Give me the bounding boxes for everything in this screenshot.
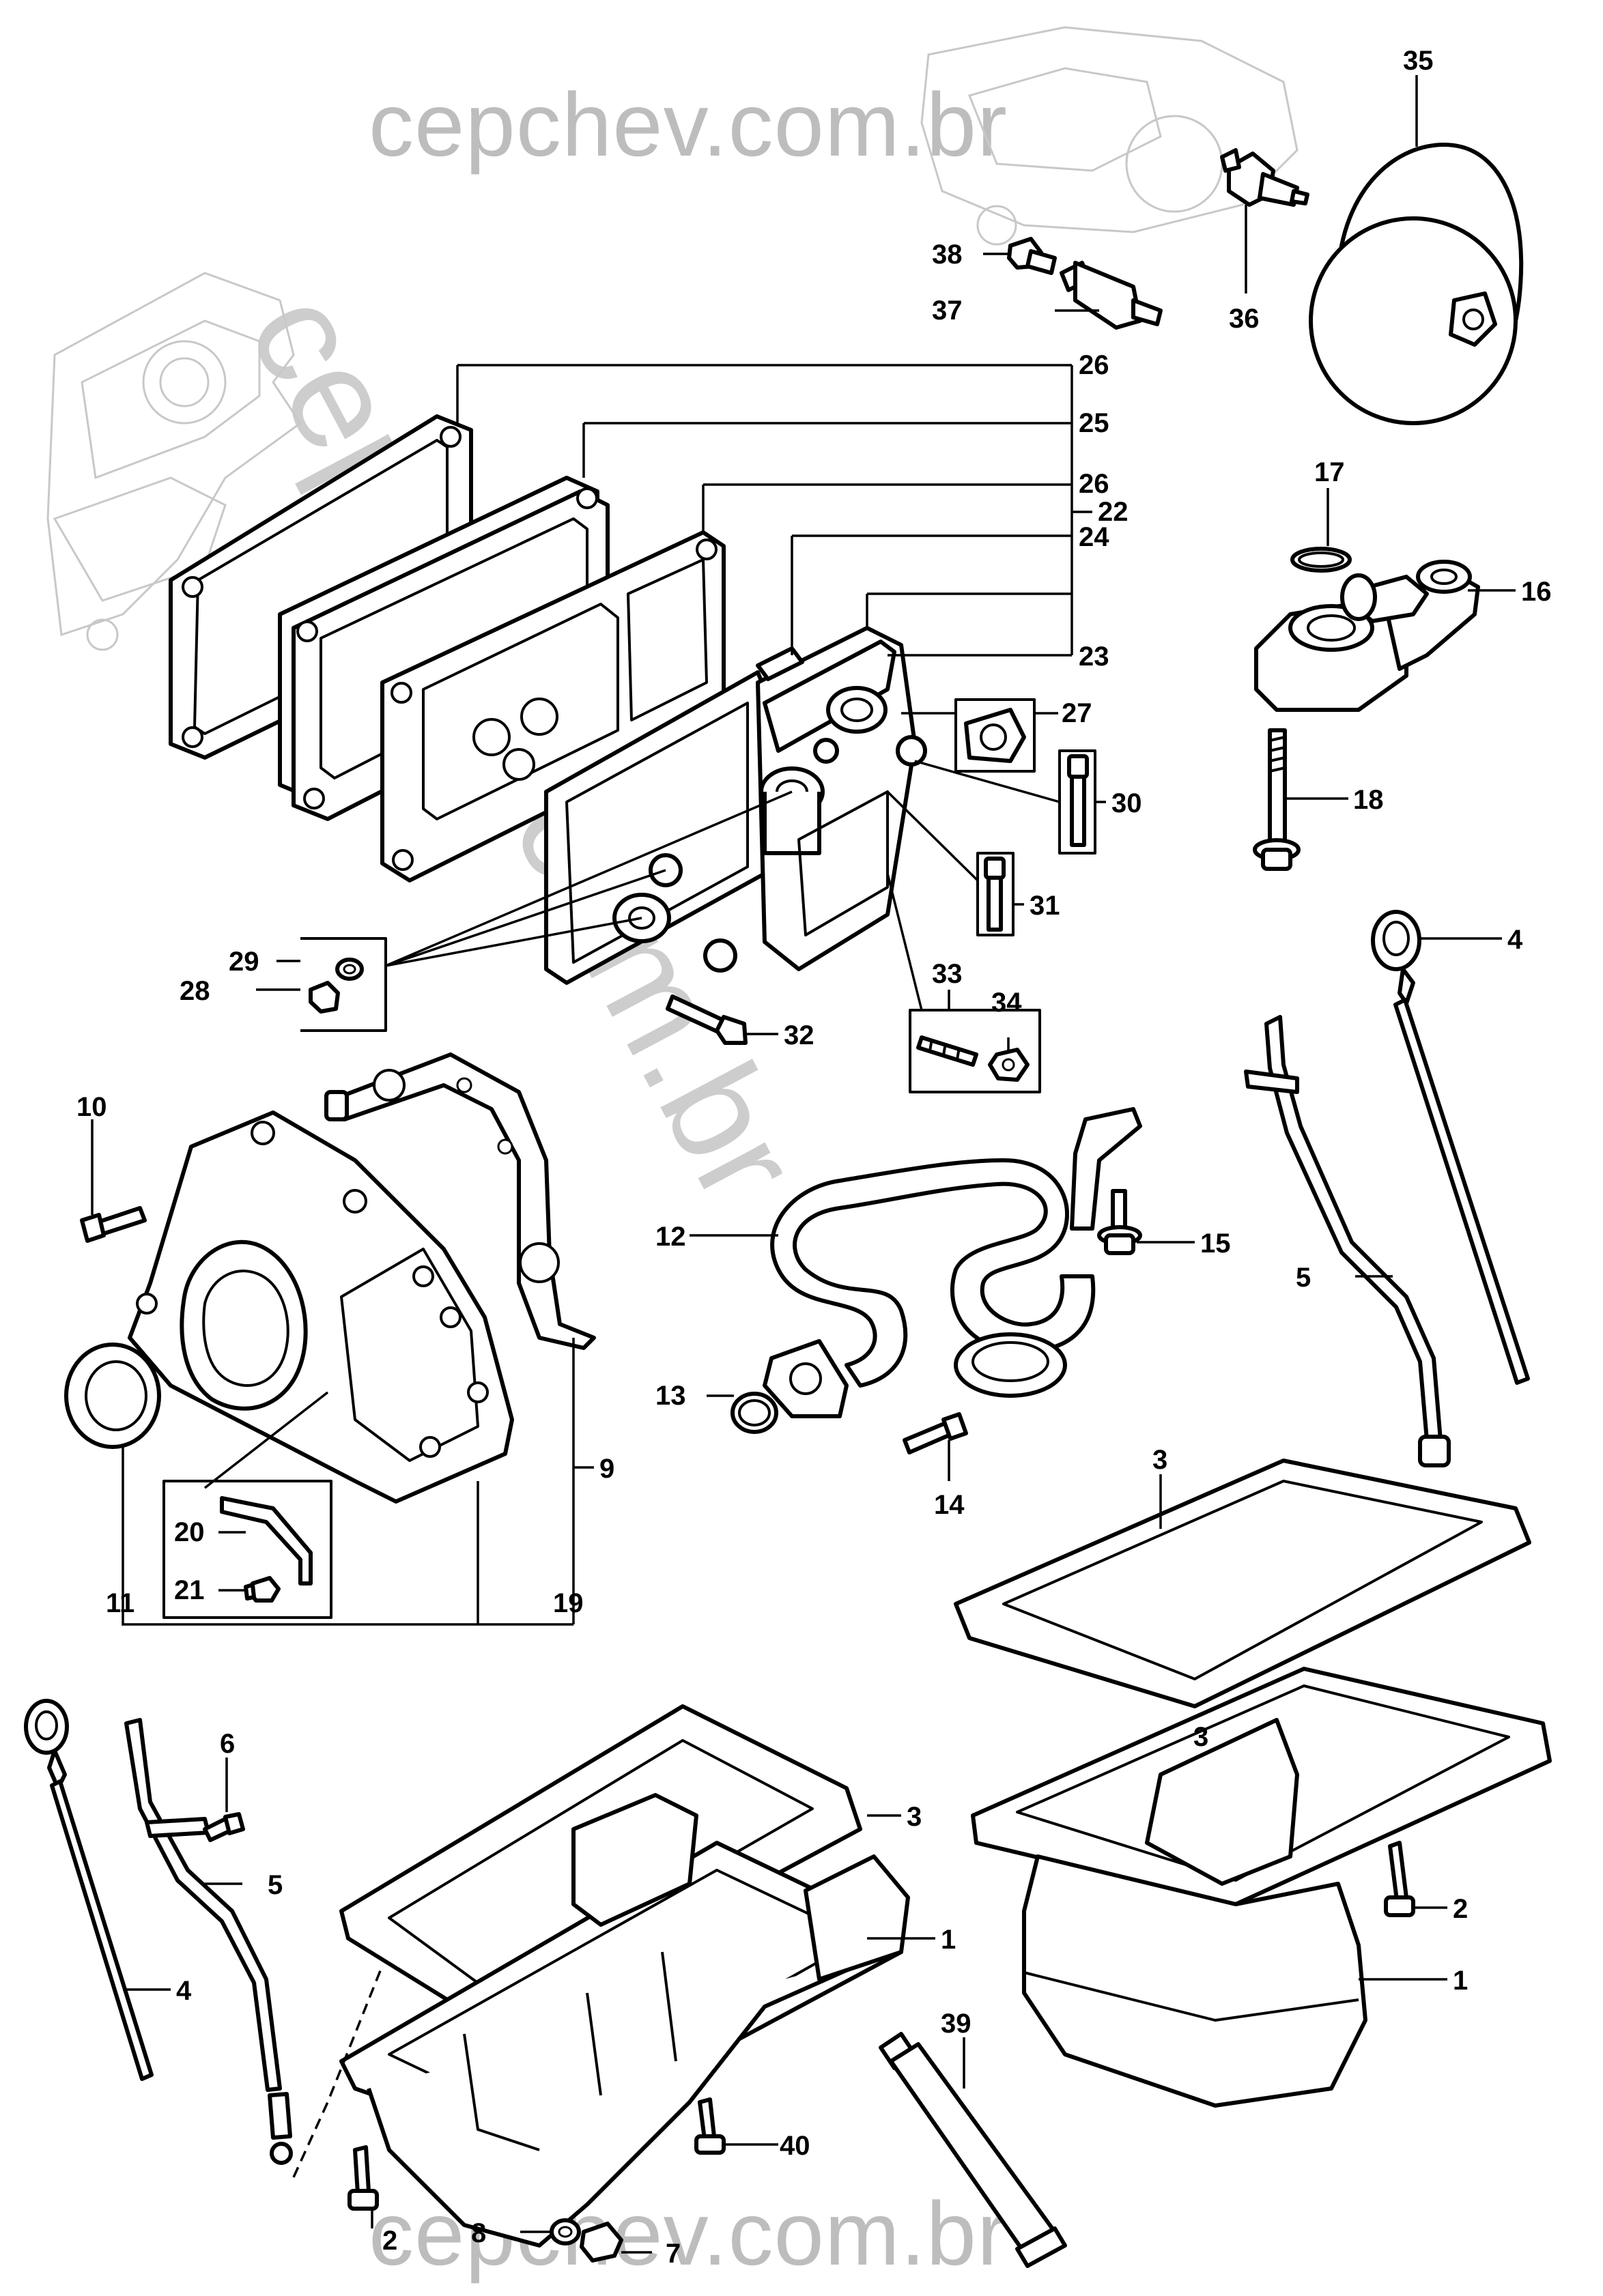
part-5-dipstick-tube-right [1244, 1015, 1451, 1467]
callout-12: 12 [655, 1222, 686, 1252]
callout-35: 35 [1403, 46, 1434, 76]
callout-10: 10 [76, 1092, 107, 1122]
group-box-33-34 [909, 1009, 1041, 1093]
part-1-oil-pan-right [971, 1667, 1552, 2108]
callout-26a: 26 [1079, 350, 1109, 380]
callout-18: 18 [1353, 785, 1384, 815]
part-28-plug [309, 981, 340, 1014]
callout-9: 9 [599, 1454, 614, 1484]
part-14-bolt [903, 1412, 968, 1454]
callout-29: 29 [229, 947, 259, 977]
part-21-bolt [244, 1576, 281, 1603]
callout-3a: 3 [1152, 1445, 1167, 1475]
part-8-washer [550, 2218, 581, 2245]
callout-39: 39 [941, 2009, 971, 2039]
callout-40: 40 [780, 2131, 810, 2161]
part-30-bolt [1058, 749, 1096, 855]
callout-3c: 3 [1193, 1722, 1208, 1752]
callout-24: 24 [1079, 522, 1109, 552]
callout-4a: 4 [1507, 925, 1523, 955]
part-4-dipstick-right [1371, 910, 1530, 1385]
callout-32: 32 [784, 1020, 814, 1050]
callout-36: 36 [1229, 304, 1260, 334]
callout-38: 38 [932, 240, 963, 270]
part-39-sealant-tube [879, 2032, 1067, 2268]
callout-3b: 3 [907, 1802, 922, 1832]
callout-28: 28 [180, 976, 210, 1006]
part-34-nut [988, 1048, 1030, 1082]
callout-5a: 5 [1296, 1263, 1311, 1293]
part-32-bolt [666, 994, 748, 1045]
callout-1b: 1 [941, 1925, 956, 1955]
callout-15: 15 [1200, 1229, 1231, 1259]
part-37-sensor [1060, 261, 1163, 330]
callout-21: 21 [174, 1575, 205, 1605]
callout-22: 22 [1098, 497, 1129, 527]
callout-2a: 2 [1453, 1894, 1468, 1924]
engine-block-ghost-left [46, 272, 302, 651]
callout-8: 8 [471, 2218, 486, 2248]
part-2-bolt-right [1384, 1841, 1415, 1917]
part-19-cover-gasket [324, 1052, 596, 1350]
leader-lines [91, 75, 1516, 2254]
part-4-dipstick-left [24, 1699, 154, 2081]
callout-30: 30 [1111, 788, 1142, 818]
callout-1a: 1 [1453, 1966, 1468, 1996]
part-35-oil-filter [1309, 143, 1524, 425]
part-12-oil-pickup-tube [763, 1107, 1142, 1418]
callout-27: 27 [1062, 698, 1092, 728]
callout-11: 11 [106, 1588, 134, 1618]
part-5-dipstick-tube-left [124, 1718, 293, 2165]
callout-19: 19 [553, 1588, 584, 1618]
part-23-oil-filter-housing [544, 626, 927, 985]
callout-16: 16 [1521, 577, 1552, 607]
part-20-bracket [220, 1496, 313, 1585]
group-bracket-28-29 [300, 937, 387, 1032]
part-6-bolt [203, 1812, 245, 1842]
callout-26b: 26 [1079, 469, 1109, 499]
callout-5b: 5 [268, 1870, 283, 1900]
part-29-washer [335, 958, 364, 981]
group-box-20-21 [162, 1480, 332, 1619]
callout-2b: 2 [382, 2226, 397, 2256]
callout-7: 7 [666, 2239, 681, 2269]
part-18-pump-bolt [1253, 728, 1301, 871]
callout-6: 6 [220, 1729, 235, 1759]
callout-23: 23 [1079, 642, 1109, 672]
part-16-oil-pump [1254, 560, 1480, 712]
callout-13: 13 [655, 1381, 686, 1411]
callout-34: 34 [991, 988, 1022, 1018]
part-2-bolt-left [347, 2145, 379, 2211]
part-27-gasket [954, 698, 1036, 773]
part-15-bolt [1097, 1189, 1142, 1255]
part-38-fitting [1007, 237, 1057, 275]
engine-block-ghost-top [920, 26, 1299, 246]
part-11-seal [64, 1343, 161, 1449]
part-31-bolt [976, 852, 1015, 936]
part-3-oil-pan-gasket-right [954, 1459, 1531, 1708]
part-40-bolt [694, 2097, 726, 2155]
part-1-oil-pan-left [339, 1793, 910, 2248]
callout-labels: 35 36 38 37 26 25 26 22 24 23 27 30 31 3… [76, 46, 1552, 2269]
part-7-drain-plug [580, 2222, 623, 2263]
part-13-o-ring [730, 1392, 778, 1434]
callout-17: 17 [1314, 457, 1345, 487]
part-36-oil-pressure-sensor [1220, 148, 1309, 207]
callout-4b: 4 [176, 1976, 192, 2006]
part-10-bolt [80, 1206, 147, 1243]
callout-33: 33 [932, 959, 963, 989]
callout-14: 14 [934, 1490, 965, 1520]
callout-20: 20 [174, 1517, 205, 1547]
part-33-stud [916, 1035, 978, 1067]
part-17-o-ring [1290, 547, 1352, 573]
callout-25: 25 [1079, 408, 1109, 438]
part-9-timing-cover [128, 1110, 514, 1504]
watermark-top: cepchev.com.br [369, 74, 1008, 175]
callout-37: 37 [932, 296, 963, 326]
callout-31: 31 [1030, 891, 1060, 921]
